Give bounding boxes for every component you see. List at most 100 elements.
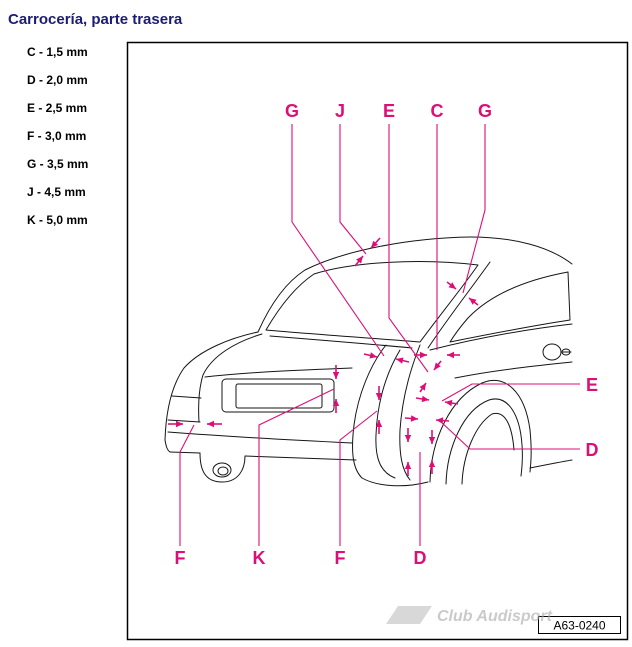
legend-item-d: D - 2,0 mm [27,73,88,87]
rear-tire [445,398,523,485]
legend-item-j: J - 4,5 mm [27,185,86,199]
gap-arrowhead [445,399,453,407]
callout-f-left: F [175,548,186,568]
left-tail-light-top [171,395,202,399]
gap-arrowhead [332,372,340,379]
gap-arrowhead [436,417,444,424]
page-title: Carrocería, parte trasera [8,11,183,28]
callouts-right: E D [586,375,599,460]
callout-d-right: D [586,440,599,460]
body-side-crease [454,361,573,379]
callout-k: K [253,548,266,568]
callout-c: C [431,101,444,121]
gap-arrowhead [447,351,454,359]
gap-arrowhead [421,395,429,403]
gap-arrowhead [375,420,383,427]
car-rear-drawing [164,236,573,487]
gap-arrowhead [207,420,214,428]
legend-item-c: C - 1,5 mm [27,45,88,59]
rear-bumper-top [167,431,353,444]
callout-g-left: G [285,101,299,121]
leader-line-f-middle [339,410,378,546]
gap-arrowhead [448,282,456,289]
leader-line-d-right [439,420,580,450]
callouts-top: G J E C G [285,101,492,121]
gap-arrowhead [404,462,412,469]
gap-arrowhead [369,352,377,359]
gap-marker-k [332,365,340,413]
leader-line-f-left [179,424,195,546]
callout-e-right: E [586,375,598,395]
gap-marker-g-right [446,281,479,306]
leader-line-k [258,388,335,546]
callout-j: J [335,101,345,121]
exhaust-pipe [212,462,232,478]
gap-marker-c [414,351,460,359]
figure-code-text: A63-0240 [553,619,605,633]
leader-line-e-top [388,124,429,373]
rear-panel-upper-edge [204,367,353,378]
exhaust-pipe-inner [217,466,229,476]
gap-arrowhead [419,383,426,391]
leader-lines [179,124,580,546]
gap-arrowhead [371,240,379,248]
gap-marker-e-top [419,360,442,393]
fuel-cap [542,343,562,361]
exhaust-cutout [199,452,246,483]
figure-code-label: A63-0240 [538,616,621,634]
gap-marker-g-left [363,352,410,364]
gap-marker-e-right [415,395,459,407]
rear-window [265,261,479,343]
watermark: Club Audisport [386,606,553,625]
left-tail-light [198,333,263,423]
callouts-bottom: F K F D [175,548,427,568]
right-rear-corner [352,344,429,487]
figure-frame [126,41,629,641]
gap-arrowhead [420,351,427,359]
gap-arrowhead [428,460,436,467]
side-sill [529,459,573,469]
legend-item-g: G - 3,5 mm [27,157,89,171]
gap-arrowhead [176,420,183,428]
rear-wheel-arch [429,379,532,483]
callout-d-bottom: D [414,548,427,568]
left-tail-light-bottom [167,419,201,423]
right-tail-light [375,349,401,479]
roof-line [257,236,573,333]
belt-line [429,323,573,351]
c-pillar-line [427,261,491,349]
watermark-logo [386,606,432,624]
gap-legend: C - 1,5 mm D - 2,0 mm E - 2,5 mm F - 3,0… [27,44,88,240]
leader-line-g-left [291,124,385,357]
legend-item-k: K - 5,0 mm [27,213,88,227]
license-plate-area [235,383,323,409]
gap-marker-f-left [168,420,222,428]
legend-item-f: F - 3,0 mm [27,129,87,143]
gap-arrowhead [469,298,477,305]
gap-arrowhead [410,415,418,422]
gap-arrowhead [434,362,441,370]
leader-line-g-right [462,124,486,294]
gap-marker-d-bottom [404,428,436,476]
leader-line-j [339,124,367,255]
rear-bumper-bottom-left [169,451,201,454]
legend-item-e: E - 2,5 mm [27,101,88,115]
gap-arrowhead [404,435,412,442]
rear-quarter-edge [399,344,421,481]
gap-arrowhead [356,256,363,264]
rear-bumper-bottom-right [244,455,357,461]
gap-arrowhead [332,399,340,406]
figure-code-box [538,616,621,634]
gap-marker-j [354,237,381,267]
gap-arrowhead [428,437,436,444]
rear-tire-inner [461,412,515,485]
callout-e-top: E [383,101,395,121]
gap-marker-f-middle [375,386,383,434]
gap-arrowhead [375,393,383,400]
gap-arrowhead [396,357,404,364]
leader-line-e-right [441,383,580,402]
watermark-text: Club Audisport [437,608,553,625]
license-plate-recess [221,378,335,413]
hatch-lower-edge [269,335,413,349]
